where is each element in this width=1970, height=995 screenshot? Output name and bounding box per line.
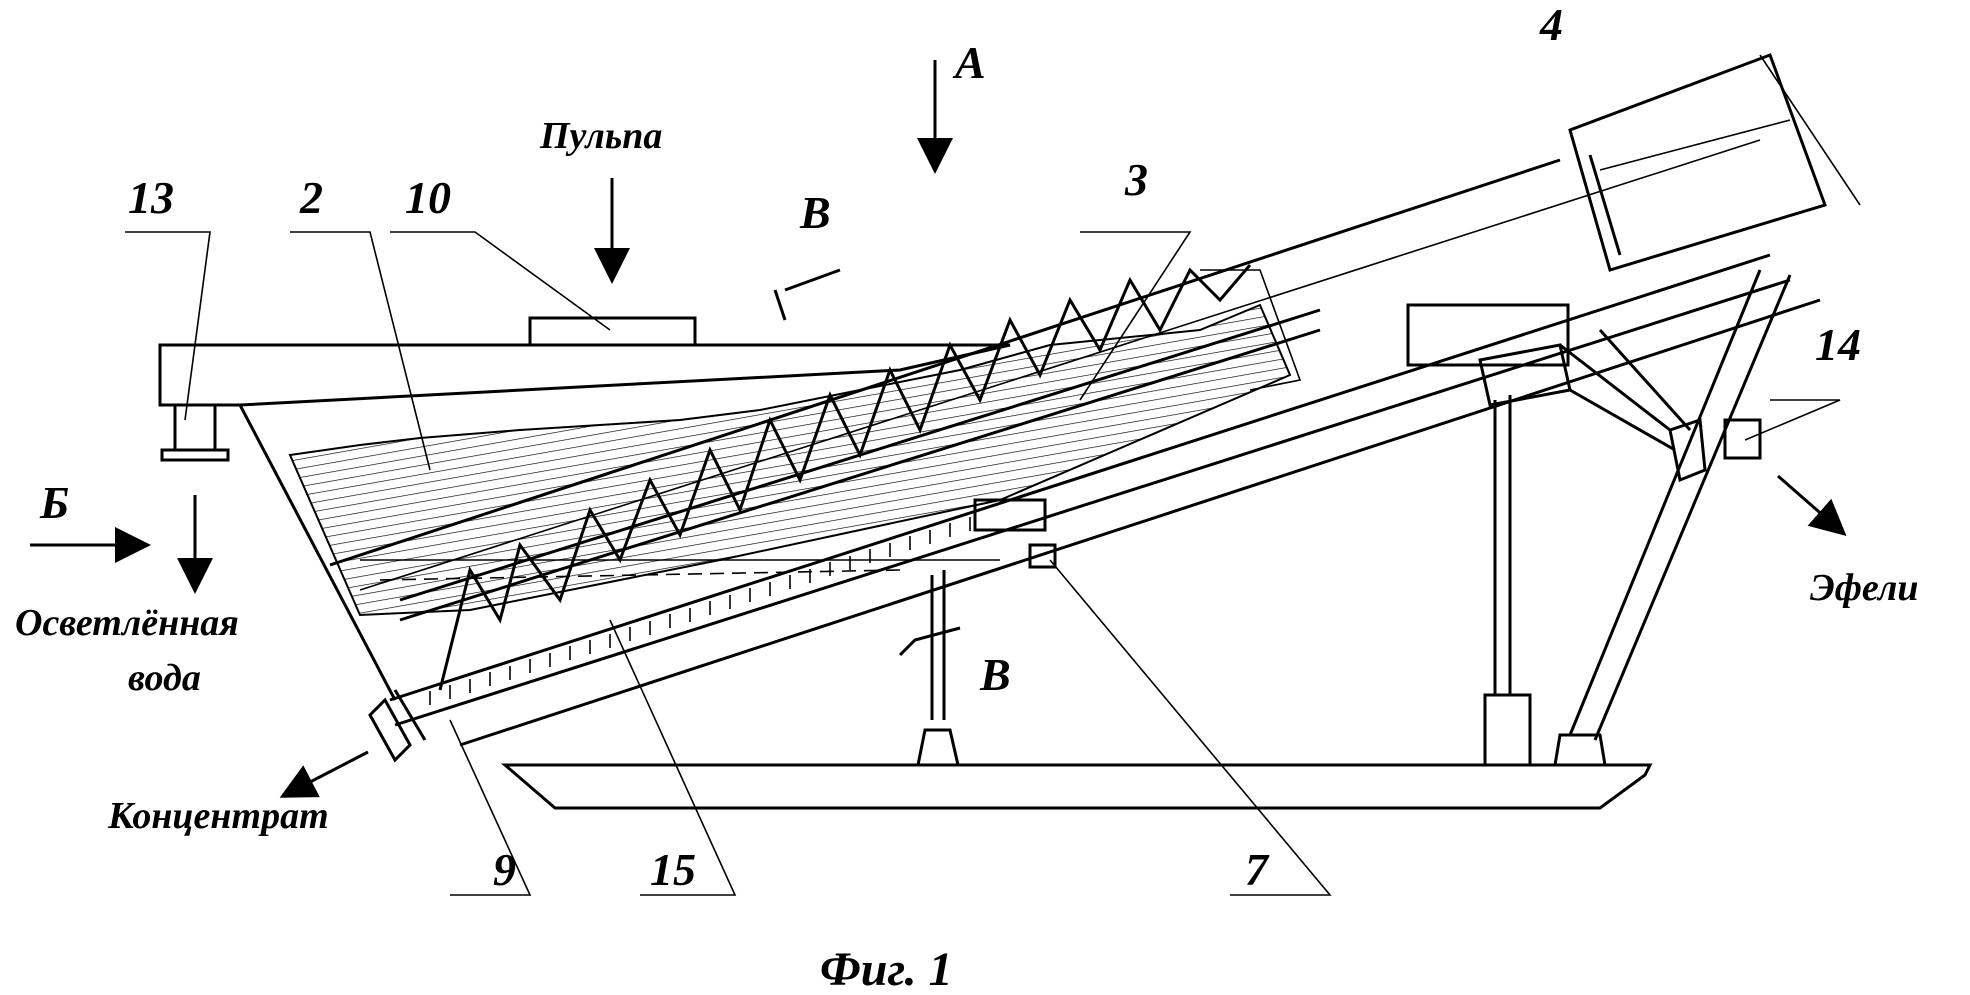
label-9: 9	[493, 844, 516, 895]
label-10: 10	[405, 172, 451, 223]
flow-label-concentrate: Концентрат	[107, 795, 329, 837]
label-3: 3	[1124, 154, 1148, 205]
flow-label-pulp: Пульпа	[539, 115, 662, 157]
part-14	[1725, 420, 1760, 458]
arrow-concentrate	[285, 752, 368, 795]
settling-tank	[160, 305, 1290, 700]
figure-caption: Фиг. 1	[820, 943, 953, 995]
flow-label-tailings: Эфели	[1810, 567, 1919, 609]
label-15: 15	[650, 844, 696, 895]
label-4: 4	[1539, 0, 1563, 50]
concentrate-outlet	[370, 690, 425, 760]
section-mark-v-bottom	[900, 628, 960, 655]
section-label-v-top: В	[799, 187, 831, 238]
label-13: 13	[128, 172, 174, 223]
view-label-a: А	[952, 37, 986, 88]
pulp-inlet	[530, 318, 695, 345]
label-7: 7	[1245, 844, 1270, 895]
section-label-v-bottom: В	[979, 649, 1011, 700]
arrow-tailings	[1778, 476, 1842, 532]
base-skid	[505, 765, 1650, 808]
drive-unit	[1570, 55, 1825, 270]
section-mark-v-top	[775, 270, 840, 320]
flow-label-water-2: вода	[128, 657, 201, 699]
water-outlet	[162, 405, 228, 460]
part-7-flange	[975, 500, 1045, 530]
view-label-b: Б	[39, 477, 69, 528]
flow-label-water-1: Осветлённая	[15, 602, 239, 644]
label-2: 2	[299, 172, 323, 223]
label-14: 14	[1815, 319, 1861, 370]
